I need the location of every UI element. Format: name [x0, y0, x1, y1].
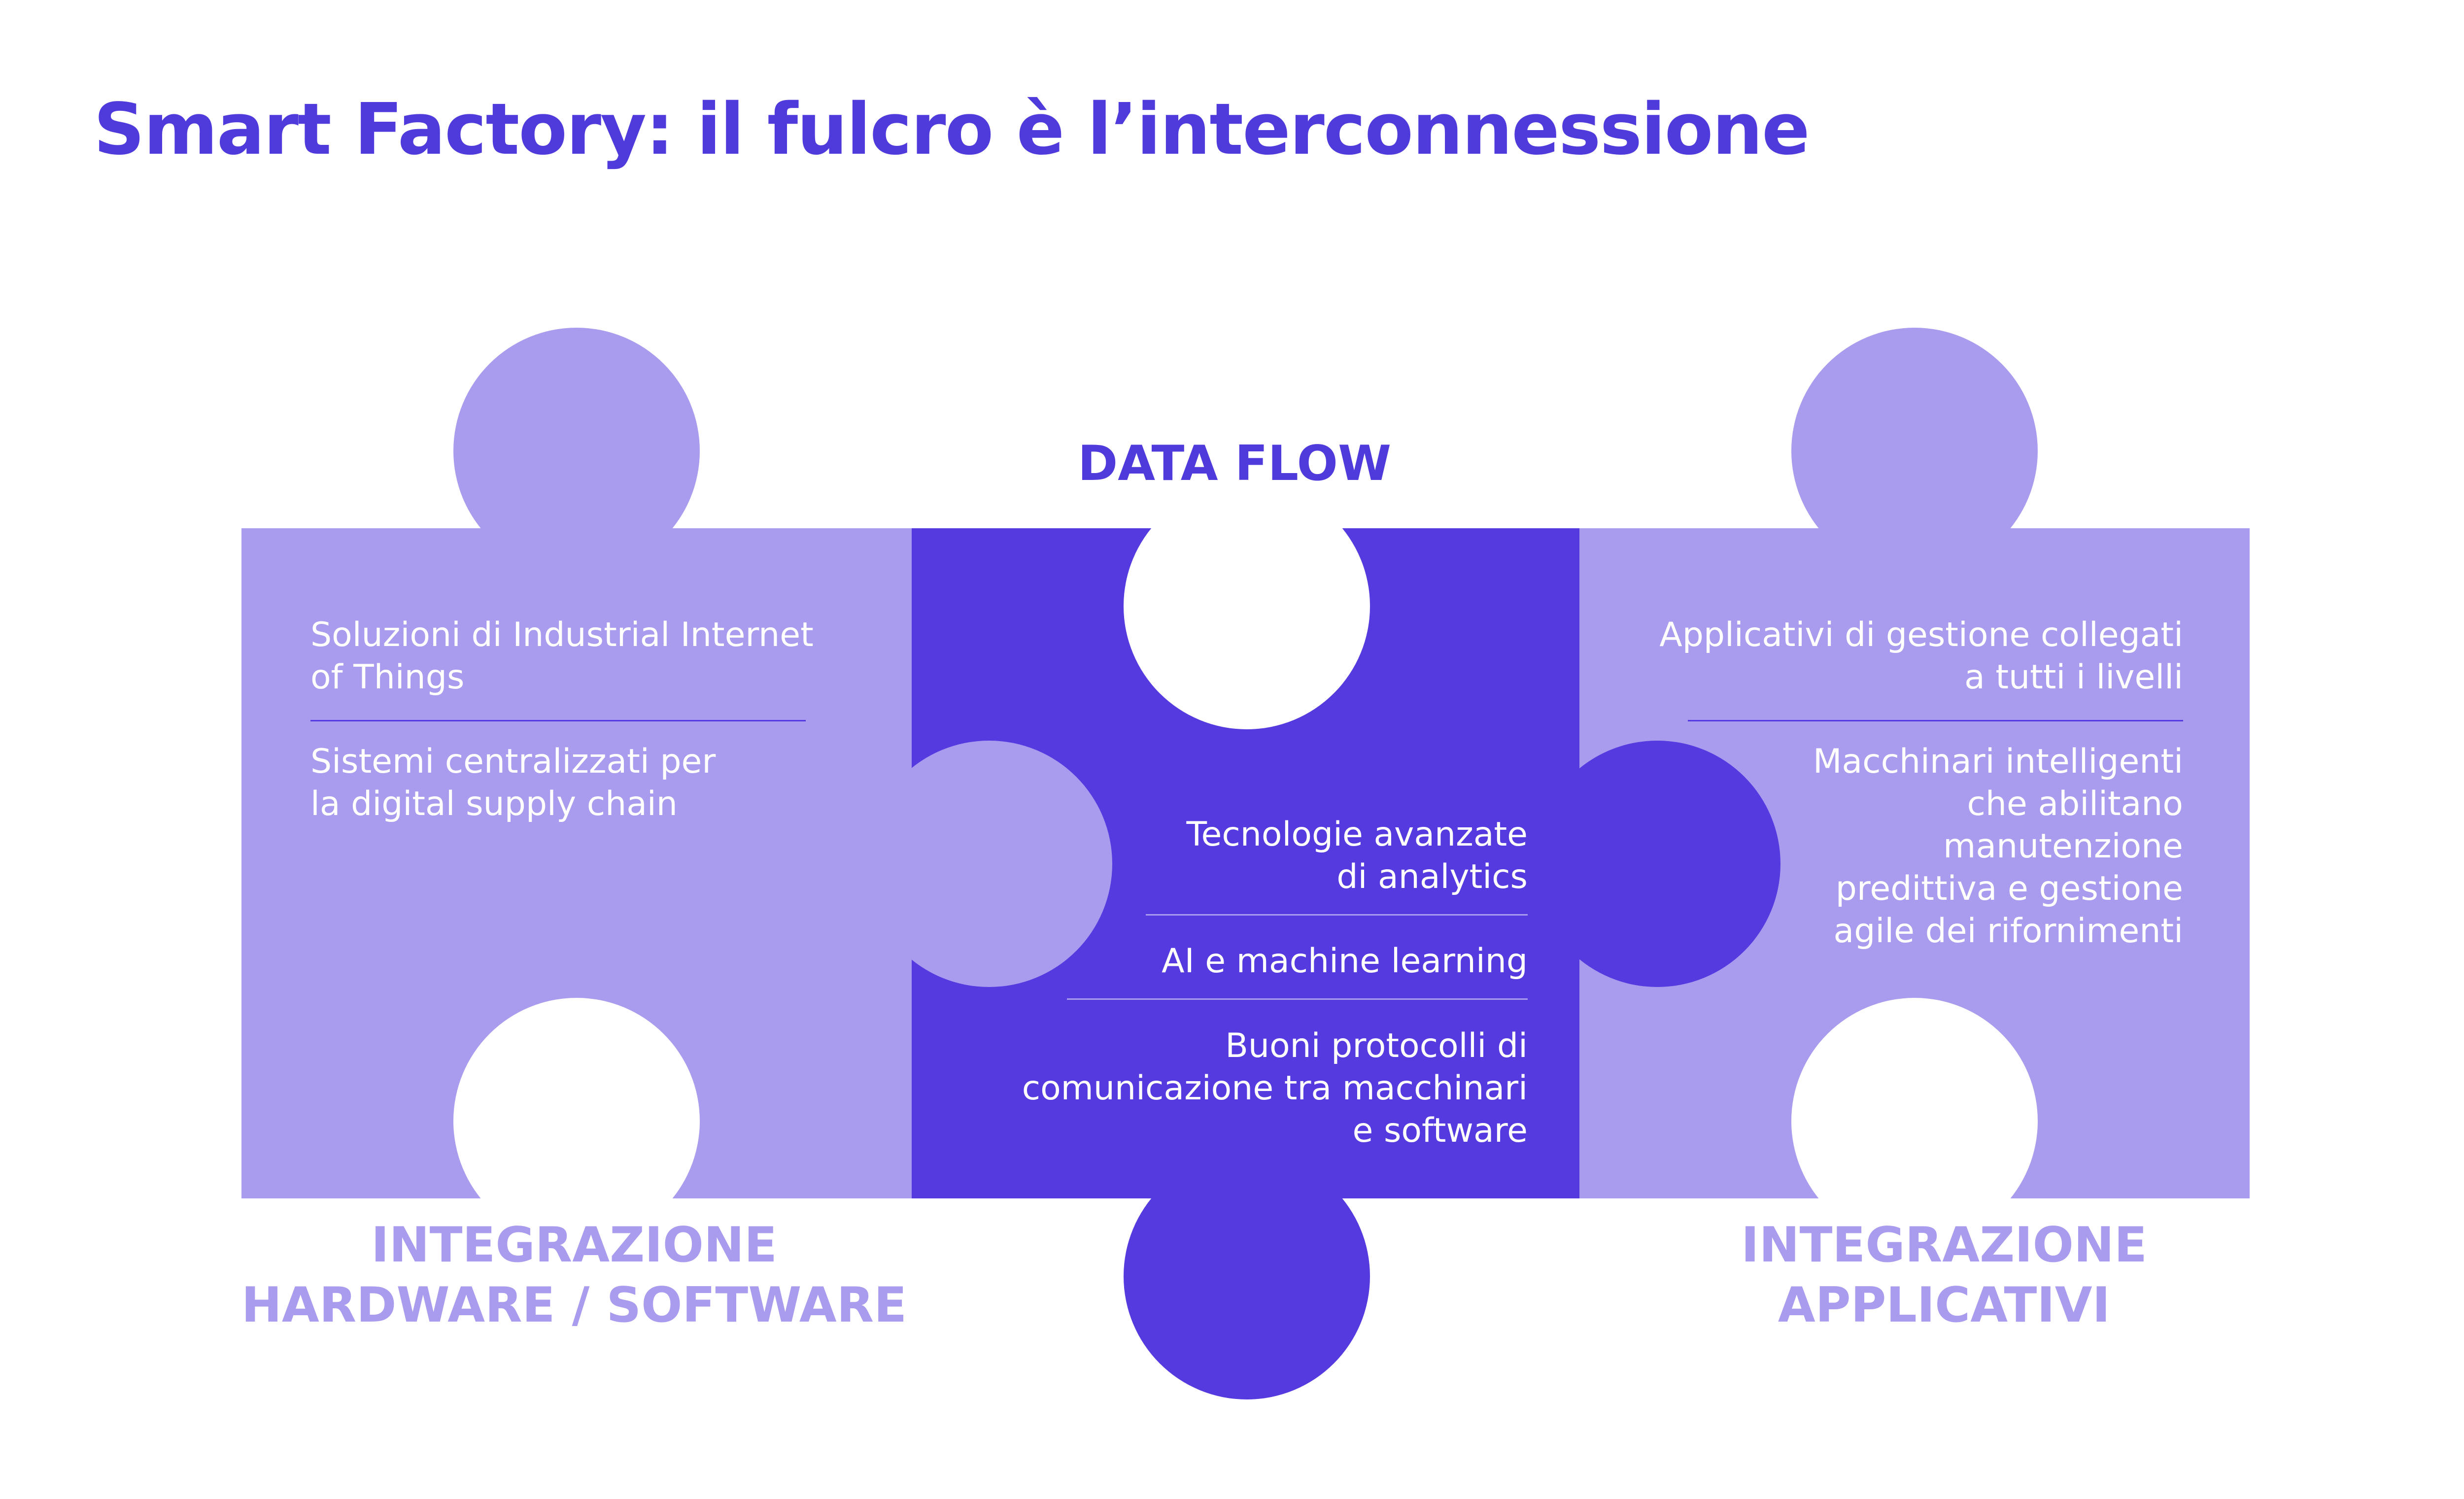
- text-line: e software: [1352, 1111, 1528, 1150]
- text-line: agile dei rifornimenti: [1833, 912, 2183, 951]
- center-piece-label: DATA FLOW: [1077, 436, 1392, 492]
- left-item-2: Sistemi centralizzati per la digital sup…: [310, 741, 716, 825]
- right-piece-top-knob: [1791, 328, 2038, 574]
- text-line: Applicativi di gestione collegati: [1659, 615, 2183, 654]
- text-line: of Things: [310, 658, 465, 697]
- text-line: manutenzione: [1943, 827, 2183, 866]
- left-piece-top-knob: [453, 328, 700, 574]
- text-line: che abilitano: [1967, 784, 2183, 823]
- right-item-1: Applicativi di gestione collegati a tutt…: [1659, 614, 2183, 699]
- left-divider: [310, 720, 806, 721]
- right-piece-label: INTEGRAZIONE APPLICATIVI: [1592, 1215, 2296, 1335]
- right-piece-bottom-notch: [1791, 998, 2038, 1244]
- text-line: Buoni protocolli di: [1225, 1026, 1528, 1065]
- text-line: predittiva e gestione: [1835, 869, 2183, 908]
- center-piece-side-knob: [1534, 741, 1780, 987]
- left-item-1: Soluzioni di Industrial Internet of Thin…: [310, 614, 814, 699]
- text-line: di analytics: [1336, 857, 1528, 896]
- text-line: Soluzioni di Industrial Internet: [310, 615, 814, 654]
- center-piece-top-notch: [1124, 483, 1370, 729]
- left-label-line: INTEGRAZIONE: [371, 1217, 777, 1273]
- text-line: AI e machine learning: [1162, 942, 1528, 981]
- text-line: Sistemi centralizzati per: [310, 742, 716, 781]
- text-line: comunicazione tra macchinari: [1022, 1069, 1528, 1108]
- right-label-line: INTEGRAZIONE: [1741, 1217, 2147, 1273]
- left-piece-bottom-notch: [453, 998, 700, 1244]
- left-piece-label: INTEGRAZIONE HARDWARE / SOFTWARE: [222, 1215, 926, 1335]
- left-label-line: HARDWARE / SOFTWARE: [241, 1277, 907, 1333]
- center-item-1: Tecnologie avanzate di analytics: [1187, 814, 1528, 898]
- center-piece-bottom-knob: [1124, 1153, 1370, 1399]
- left-piece-side-knob: [866, 741, 1112, 987]
- diagram-title: Smart Factory: il fulcro è l’interconnes…: [94, 88, 1810, 170]
- text-line: Tecnologie avanzate: [1186, 815, 1528, 854]
- right-label-line: APPLICATIVI: [1778, 1277, 2111, 1333]
- right-item-2: Macchinari intelligenti che abilitano ma…: [1813, 741, 2183, 953]
- text-line: la digital supply chain: [310, 784, 678, 823]
- text-line: Macchinari intelligenti: [1813, 742, 2183, 781]
- center-item-3: Buoni protocolli di comunicazione tra ma…: [1022, 1025, 1528, 1152]
- center-divider-1: [1146, 914, 1528, 916]
- center-divider-2: [1067, 998, 1528, 1000]
- right-divider: [1688, 720, 2183, 721]
- center-item-2: AI e machine learning: [1162, 940, 1528, 983]
- text-line: a tutti i livelli: [1964, 658, 2183, 697]
